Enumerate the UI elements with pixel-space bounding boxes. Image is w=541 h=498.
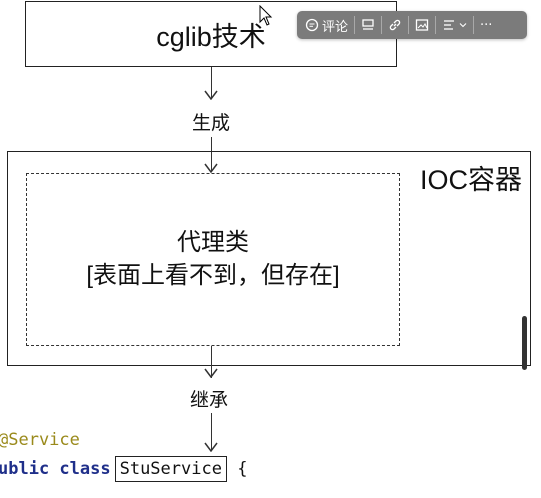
- generate-label: 生成: [192, 112, 231, 134]
- connector-line: [211, 67, 212, 99]
- arrow-down-icon: [204, 163, 218, 173]
- inherit-label: 继承: [190, 389, 229, 411]
- class-declaration-line: ublic class StuService {: [0, 456, 247, 482]
- chevron-down-icon: [459, 23, 467, 28]
- text-align-icon: [444, 20, 455, 30]
- class-keywords: ublic class: [0, 459, 111, 479]
- floating-toolbar: 评论 ···: [297, 11, 527, 39]
- class-name: StuService: [119, 459, 222, 479]
- comment-icon: [305, 18, 319, 32]
- toolbar-divider: [381, 16, 383, 34]
- text-align-dropdown[interactable]: [436, 11, 473, 39]
- open-brace: {: [237, 459, 248, 479]
- toolbar-divider: [354, 16, 356, 34]
- image-icon: [415, 19, 429, 31]
- connector-line: [211, 346, 212, 378]
- arrow-down-icon: [204, 442, 218, 452]
- toolbar-divider: [435, 16, 437, 34]
- proxy-class-note: [表面上看不到，但存在]: [86, 261, 340, 289]
- proxy-class-label: 代理类: [177, 229, 249, 257]
- link-icon: [389, 19, 401, 31]
- cglib-label: cglib技术: [156, 21, 266, 52]
- scrollbar-thumb[interactable]: [522, 316, 527, 370]
- class-name-box: StuService: [114, 456, 227, 482]
- service-annotation: @Service: [0, 430, 80, 450]
- arrow-down-icon: [204, 90, 218, 100]
- more-button[interactable]: ···: [474, 11, 498, 39]
- mouse-cursor-icon: [259, 5, 273, 26]
- toolbar-divider: [473, 16, 475, 34]
- comment-label: 评论: [322, 19, 349, 35]
- toolbar-divider: [408, 16, 410, 34]
- link-button[interactable]: [382, 11, 408, 39]
- more-label: ···: [480, 17, 493, 33]
- comment-button[interactable]: 评论: [297, 11, 354, 39]
- connector-line: [211, 413, 212, 451]
- ioc-container: IOC容器 代理类 [表面上看不到，但存在]: [7, 151, 531, 366]
- proxy-class-box: 代理类 [表面上看不到，但存在]: [26, 173, 400, 346]
- arrow-down-icon: [204, 368, 218, 378]
- ioc-container-title: IOC容器: [419, 165, 522, 195]
- connector-line: [211, 137, 212, 172]
- align-icon: [362, 19, 374, 30]
- align-button[interactable]: [355, 11, 381, 39]
- cglib-box: cglib技术: [25, 1, 397, 67]
- annotation-line: @Service: [0, 430, 80, 450]
- image-button[interactable]: [409, 11, 435, 39]
